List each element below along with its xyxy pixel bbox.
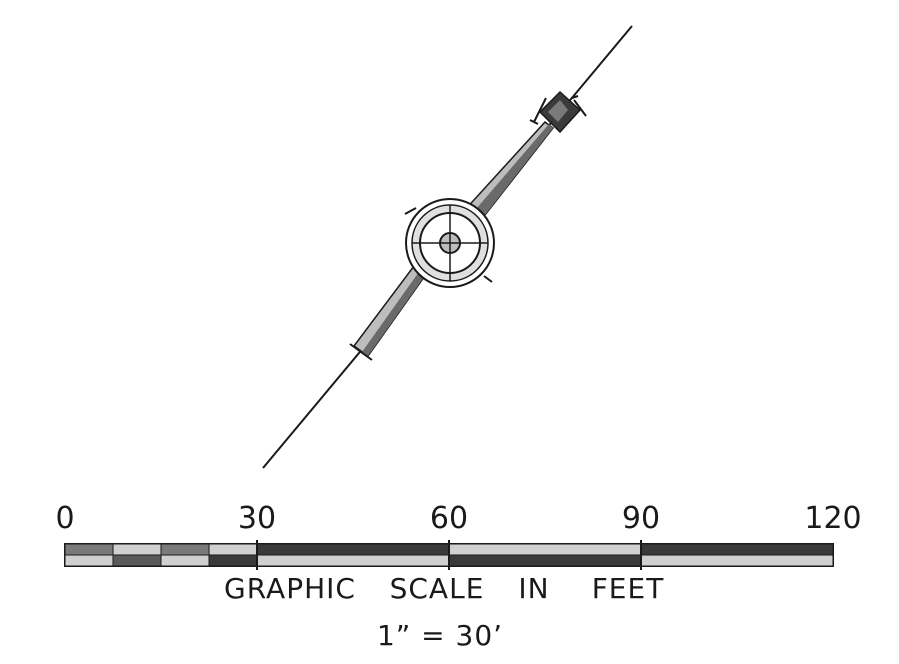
scale-segment-sub-1-top bbox=[64, 543, 114, 556]
scale-bar-ticks bbox=[256, 540, 642, 570]
north-arrow-head-highlight bbox=[548, 100, 568, 122]
north-arrow-upper-shaft-shade bbox=[470, 124, 553, 224]
scale-tick-label-0: 0 bbox=[55, 501, 74, 536]
scale-segment-90-120-bottom bbox=[640, 554, 834, 567]
scale-tick-label-90: 90 bbox=[622, 501, 660, 536]
north-arrow-lower-shaft-shade bbox=[362, 262, 432, 356]
scale-ratio: 1” = 30’ bbox=[377, 619, 503, 652]
scale-tick-label-120: 120 bbox=[804, 501, 861, 536]
scale-segment-sub-3-bottom bbox=[160, 554, 210, 567]
scale-tick-label-30: 30 bbox=[238, 501, 276, 536]
scale-caption-word-in: IN bbox=[518, 572, 549, 605]
graphic-scale: 0 30 60 90 120 bbox=[55, 501, 861, 652]
north-arrow-head-bracket-right bbox=[571, 95, 587, 117]
north-arrow-head-bracket-left bbox=[529, 97, 547, 125]
scale-segment-sub-3-top bbox=[160, 543, 210, 556]
scale-segment-90-120-top bbox=[640, 543, 834, 556]
scale-segment-60-90-top bbox=[448, 543, 642, 556]
scale-segment-60-90-bottom bbox=[448, 554, 642, 567]
compass-rose-tick-nw bbox=[404, 207, 417, 215]
north-arrow-head bbox=[529, 90, 587, 134]
scale-caption-word-feet: FEET bbox=[592, 572, 665, 605]
scale-segment-30-60-bottom bbox=[256, 554, 450, 567]
scale-segment-sub-2-bottom bbox=[112, 554, 162, 567]
compass-rose-tick-se bbox=[483, 275, 493, 283]
scale-caption-word-graphic: GRAPHIC bbox=[224, 572, 356, 605]
scale-caption-word-scale: SCALE bbox=[390, 572, 485, 605]
scale-bar-subdivisions bbox=[64, 543, 258, 567]
scale-bar-main-segments bbox=[256, 543, 834, 567]
compass-rose bbox=[404, 198, 495, 288]
scale-segment-sub-4-bottom bbox=[208, 554, 258, 567]
scale-segment-sub-4-top bbox=[208, 543, 258, 556]
scale-segment-sub-2-top bbox=[112, 543, 162, 556]
scale-tick-label-60: 60 bbox=[430, 501, 468, 536]
north-arrow bbox=[262, 25, 633, 469]
scale-segment-30-60-top bbox=[256, 543, 450, 556]
scale-segment-sub-1-bottom bbox=[64, 554, 114, 567]
north-arrow-lower-shaft-end bbox=[349, 343, 373, 361]
